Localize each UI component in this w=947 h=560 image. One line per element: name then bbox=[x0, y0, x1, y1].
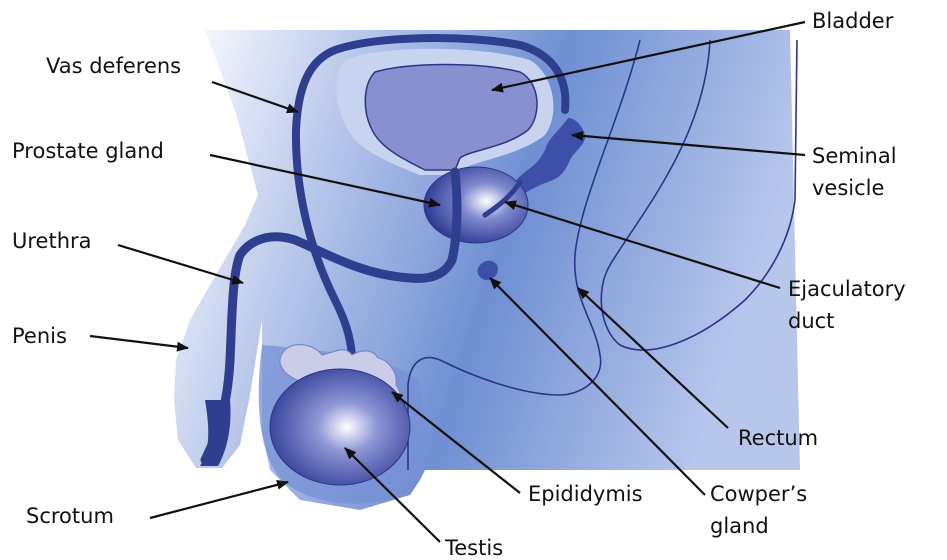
penis-arrow bbox=[90, 336, 188, 348]
label-epididymis: Epididymis bbox=[528, 482, 643, 506]
label-seminal-vesicle-2: vesicle bbox=[812, 176, 884, 200]
label-prostate-gland: Prostate gland bbox=[12, 139, 164, 163]
label-urethra: Urethra bbox=[12, 229, 92, 253]
label-scrotum: Scrotum bbox=[26, 504, 114, 528]
label-ejaculatory-duct-1: Ejaculatory bbox=[788, 277, 906, 301]
label-bladder: Bladder bbox=[812, 9, 894, 33]
label-ejaculatory-duct-2: duct bbox=[788, 309, 834, 333]
label-rectum: Rectum bbox=[738, 426, 818, 450]
label-seminal-vesicle-1: Seminal bbox=[812, 144, 897, 168]
label-cowpers-gland-2: gland bbox=[710, 514, 769, 538]
label-penis: Penis bbox=[12, 324, 67, 348]
label-vas-deferens: Vas deferens bbox=[46, 54, 181, 78]
testis-shape bbox=[270, 369, 410, 485]
label-cowpers-gland-1: Cowper’s bbox=[710, 482, 807, 506]
scrotum-arrow bbox=[150, 482, 288, 518]
label-testis: Testis bbox=[444, 536, 503, 560]
